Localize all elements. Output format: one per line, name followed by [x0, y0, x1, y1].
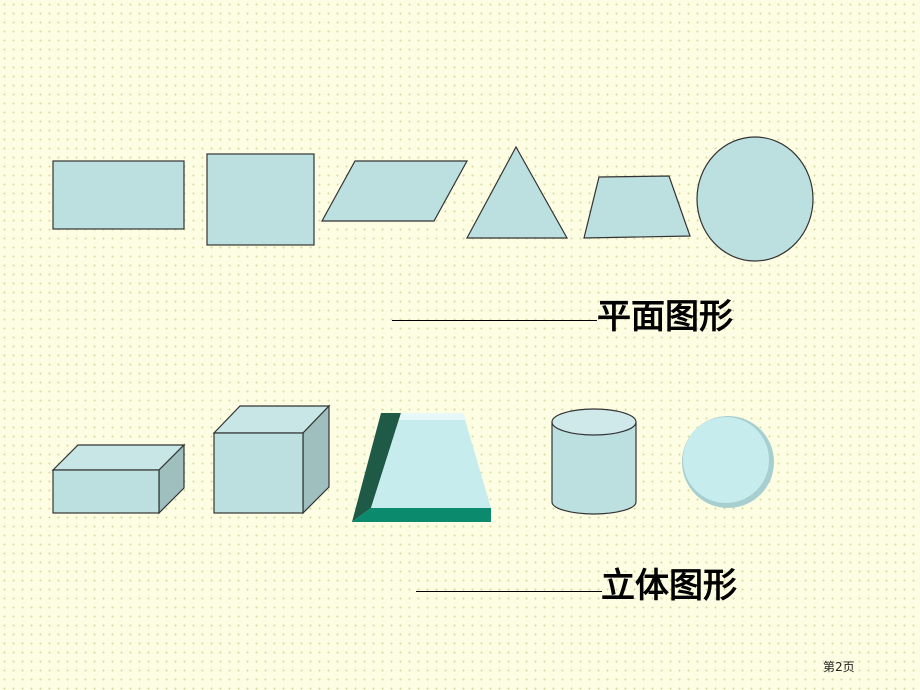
triangle-shape	[465, 145, 569, 239]
rectangle-shape	[52, 160, 185, 230]
page-number: 第2页	[823, 660, 855, 674]
plane-caption-line	[392, 320, 597, 321]
square-shape	[206, 153, 315, 246]
solid-caption-line	[416, 591, 602, 592]
frustum-solid	[352, 413, 491, 522]
circle-shape	[696, 136, 814, 262]
solid-figures-caption: 立体图形	[601, 566, 737, 606]
parallelogram-shape	[320, 160, 469, 222]
cylinder-solid	[551, 408, 637, 515]
trapezoid-shape	[583, 175, 691, 239]
sphere-solid	[682, 416, 774, 508]
cuboid-solid	[51, 443, 186, 515]
cube-solid	[212, 404, 331, 515]
plane-figures-caption: 平面图形	[597, 297, 733, 337]
